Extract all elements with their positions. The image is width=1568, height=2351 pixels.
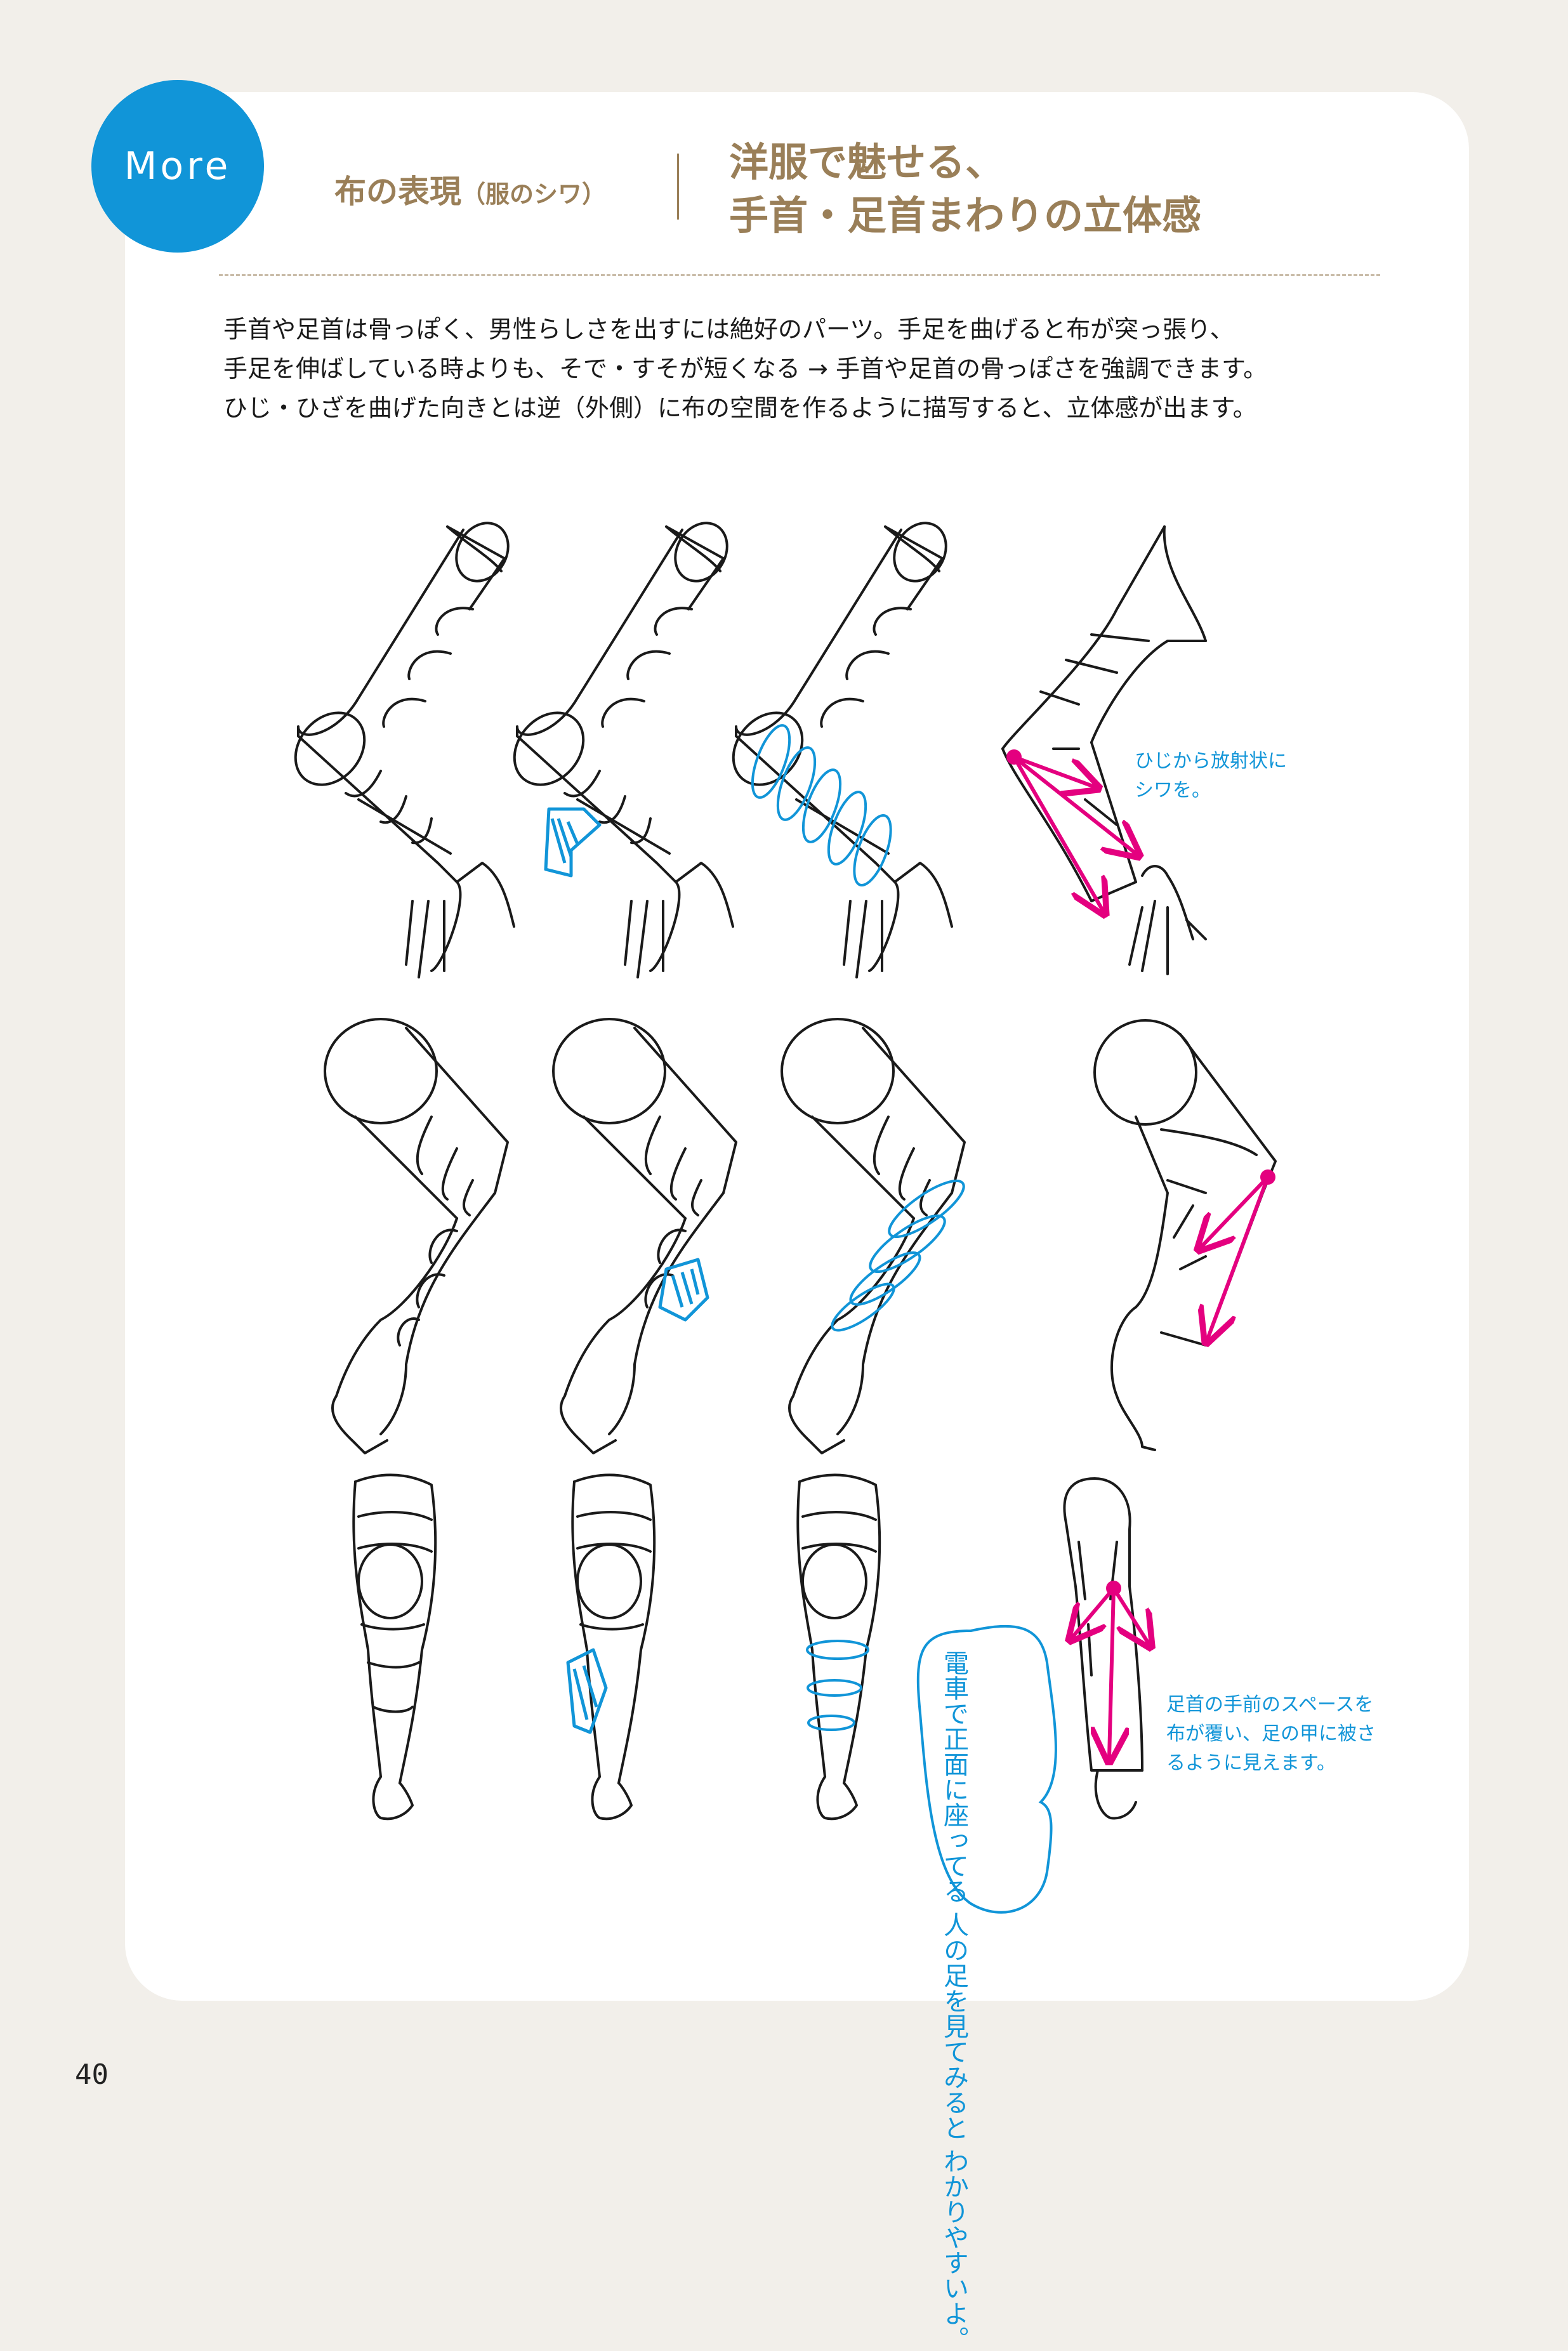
arm-sketch-2: [513, 522, 734, 978]
leg-sketch-2: [552, 1018, 737, 1454]
magenta-arrows-ankle: [1072, 1581, 1149, 1758]
blue-spiral-arm: [751, 724, 892, 887]
front-leg-3: [796, 1473, 881, 1821]
blue-rings-shin: [806, 1640, 869, 1731]
title-line-2: 手首・足首まわりの立体感: [729, 192, 1202, 239]
body-line: 手首や足首は骨っぽく、男性らしさを出すには絶好のパーツ。手足を曲げると布が突っ張…: [223, 315, 1234, 343]
elbow-note-line: ひじから放射状に: [1135, 750, 1287, 772]
page-title: 洋服で魅せる、 手首・足首まわりの立体感: [729, 136, 1201, 242]
magenta-radial-arrows-elbow: [1006, 749, 1136, 911]
body-line: ひじ・ひざを曲げた向きとは逆（外側）に布の空間を作るように描写すると、立体感が出…: [223, 394, 1257, 422]
elbow-note: ひじから放射状に シワを。: [1135, 747, 1287, 805]
content-card: [125, 92, 1469, 2001]
handwritten-bubble: [916, 1624, 1057, 1914]
body-line: 手足を伸ばしている時よりも、そで・すそが短くなる → 手首や足首の骨っぽさを強調…: [223, 355, 1268, 383]
blue-spiral-leg: [831, 1179, 965, 1332]
leg-sketch-1: [324, 1018, 509, 1454]
front-leg-trouser-4: [1063, 1477, 1143, 1820]
blue-fold-arrow-shin: [566, 1648, 608, 1734]
body-paragraph: 手首や足首は骨っぽく、男性らしさを出すには絶好のパーツ。手足を曲げると布が突っ張…: [223, 310, 1429, 428]
handwritten-note-line: わかりやすいよ。: [939, 2148, 968, 2351]
dashed-rule: [219, 274, 1380, 276]
arm-sketch-3: [732, 522, 953, 978]
page-number: 40: [75, 2058, 109, 2091]
ankle-note-line: るように見えます。: [1166, 1752, 1336, 1774]
magenta-arrows-knee: [1201, 1169, 1275, 1339]
handwritten-note-line: 電車で正面に座ってる: [939, 1650, 968, 1904]
ankle-note: 足首の手前のスペースを 布が覆い、足の甲に被さ るように見えます。: [1166, 1690, 1376, 1778]
elbow-note-line: シワを。: [1135, 779, 1211, 801]
leg-trouser-4: [1093, 1019, 1277, 1451]
ankle-note-line: 布が覆い、足の甲に被さ: [1166, 1723, 1376, 1745]
title-line-1: 洋服で魅せる、: [729, 139, 1005, 185]
front-leg-1: [352, 1473, 437, 1821]
blue-fold-arrow-arm: [544, 807, 602, 878]
handwritten-note: 電車で正面に座ってる 人の足を見てみると わかりやすいよ。: [936, 1650, 972, 2351]
section-label-main: 布の表現: [334, 173, 461, 210]
ankle-note-line: 足首の手前のスペースを: [1166, 1694, 1374, 1716]
more-badge: More: [91, 80, 264, 253]
front-leg-2: [571, 1473, 656, 1821]
blue-fold-arrow-leg: [658, 1258, 709, 1322]
arm-sketch-1: [294, 522, 515, 978]
section-label-sub: （服のシワ）: [461, 180, 607, 208]
section-label: 布の表現（服のシワ）: [334, 166, 606, 212]
handwritten-note-line: 人の足を見てみると: [939, 1911, 968, 2140]
heading-divider: [677, 154, 679, 220]
illustration-grid: [294, 522, 1277, 1914]
